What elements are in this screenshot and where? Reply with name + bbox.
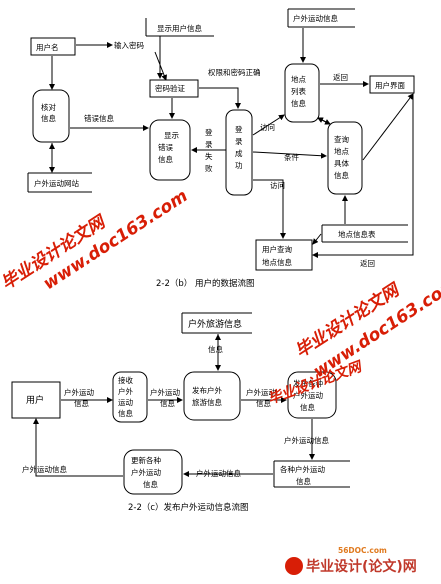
flow6-label: 户外运动信息 [22, 464, 67, 474]
place-list-2: 列表 [291, 86, 306, 96]
outdoor-info-store-top: 户外运动信息 [293, 13, 338, 23]
caption-c: 2-2（c）发布户外运动信息流图 [128, 502, 249, 513]
back-label-1: 返回 [333, 73, 348, 82]
publish-various-2: 户外运动 [293, 390, 323, 400]
user-query-place-1: 用户查询 [262, 244, 292, 254]
publish-various-3: 信息 [300, 402, 315, 412]
verify-info-line2: 信息 [41, 113, 56, 123]
show-error-line1: 显示 [164, 131, 179, 140]
user-name-label: 用户名 [36, 42, 59, 52]
publish-travel-1: 发布户外 [192, 385, 222, 395]
flow2-line1: 户外运动 [150, 387, 180, 397]
flow4-label: 户外运动信息 [284, 435, 329, 445]
user-interface-entity [369, 75, 415, 94]
caption-b: 2-2（b） 用户的数据流图 [156, 278, 254, 289]
diagram-publish-flow: 户外旅游信息 信息 用户 户外运动 信息 接收 户外 运动 信息 户外运动 信息… [11, 312, 350, 513]
flow2-line2: 信息 [160, 398, 175, 408]
flow3-line2: 信息 [256, 398, 271, 408]
show-error-line3: 信息 [158, 154, 173, 164]
place-list-1: 地点 [291, 74, 306, 84]
outdoor-site-store: 户外运动网站 [34, 178, 79, 188]
place-list-3: 信息 [291, 98, 306, 108]
login-fail-1: 登 [205, 127, 213, 137]
corner-logo-icon [285, 557, 303, 575]
visit-label-1: 访问 [260, 122, 275, 132]
login-fail-2: 录 [205, 140, 213, 149]
update-1: 更新各种 [131, 455, 161, 465]
query-place-2: 地点 [334, 146, 349, 156]
travel-info-store: 户外旅游信息 [188, 318, 242, 330]
login-success-1: 登 [235, 124, 243, 134]
receive-1: 接收 [118, 375, 133, 385]
login-success-process [225, 109, 253, 196]
various-info-1: 各种户外运动 [280, 464, 325, 474]
receive-2: 户外 [118, 386, 133, 396]
flow5-label: 户外运动信息 [196, 468, 241, 478]
watermark-corner-cn: 毕业设计(论文)网 [306, 558, 417, 575]
publish-various-1: 发布各种 [293, 378, 323, 388]
login-success-2: 录 [235, 137, 243, 146]
login-fail-3: 失 [205, 151, 213, 161]
various-info-2: 信息 [296, 476, 311, 486]
update-3: 信息 [143, 479, 158, 489]
query-place-4: 信息 [334, 170, 349, 180]
publish-various-process [287, 371, 337, 419]
query-place-process [327, 121, 363, 195]
publish-travel-2: 旅游信息 [192, 397, 222, 407]
watermark-corner-url: 56DOC.com [338, 546, 387, 555]
user-query-place-2: 地点信息 [262, 257, 292, 267]
receive-4: 信息 [118, 408, 133, 418]
receive-3: 运动 [118, 397, 133, 407]
show-user-info-store: 显示用户信息 [157, 23, 202, 33]
user-entity-label: 用户 [26, 394, 44, 406]
info-flow-label: 信息 [208, 344, 223, 354]
receive-process [112, 371, 148, 423]
place-info-table-store: 地点信息表 [338, 229, 376, 239]
flow1-line2: 信息 [74, 398, 89, 408]
wrong-info-flow-label: 错误信息 [84, 113, 114, 123]
user-interface-label: 用户界面 [375, 80, 405, 90]
diagram-user-data-flow: 用户名 核对 信息 户外运动网站 错误信息 输入密码 显示用户信息 密码验证 权… [27, 8, 415, 289]
show-error-line2: 错误 [158, 142, 173, 152]
update-2: 户外运动 [131, 467, 161, 477]
login-success-4: 功 [235, 160, 243, 170]
show-error-process [149, 119, 191, 181]
login-fail-4: 败 [205, 163, 213, 173]
condition-label: 条件 [284, 152, 299, 162]
verify-info-process [32, 89, 70, 143]
update-process [123, 449, 183, 495]
user-name-entity [30, 37, 76, 56]
query-place-3: 具体 [334, 158, 349, 168]
login-success-3: 成 [235, 148, 243, 158]
permission-ok-label: 权限和密码正确 [208, 67, 261, 77]
flow1-line1: 户外运动 [64, 387, 94, 397]
enter-password-label: 输入密码 [114, 40, 144, 50]
visit-label-2: 访问 [270, 180, 285, 190]
verify-info-line1: 核对 [41, 102, 56, 112]
query-place-1: 查询 [334, 134, 349, 144]
place-list-process [284, 63, 320, 123]
publish-travel-process [183, 371, 241, 421]
password-verify-label: 密码验证 [155, 83, 185, 93]
flow3-line1: 户外运动 [246, 387, 276, 397]
password-verify-process [149, 79, 199, 98]
back-label-2: 返回 [360, 259, 375, 268]
